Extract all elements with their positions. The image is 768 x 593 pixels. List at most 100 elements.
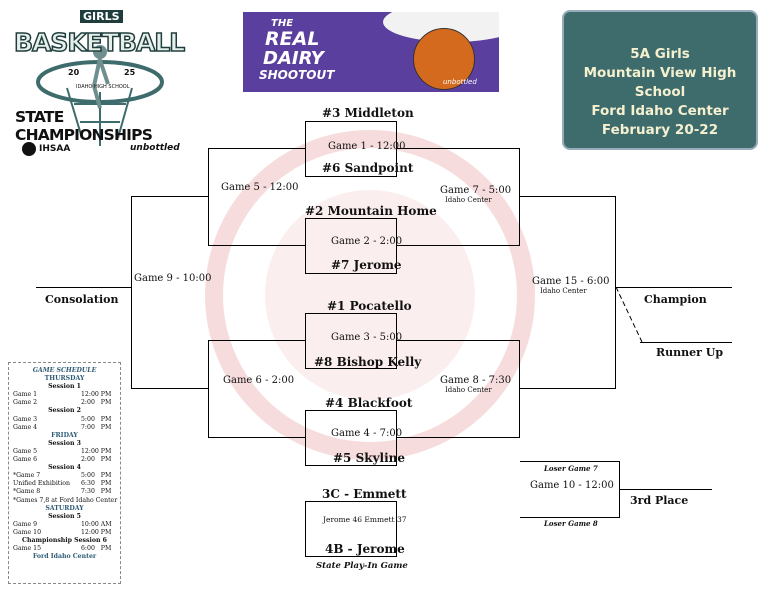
game-10-label: Game 10 - 12:00 — [530, 480, 614, 491]
sponsor-the: THE — [271, 18, 294, 29]
team-pocatello: #1 Pocatello — [327, 299, 412, 313]
schedule-game-time: 7:00 PM — [81, 423, 112, 431]
schedule-game-row: Game 6 2:00 PM — [9, 456, 120, 464]
info-class: 5A Girls — [630, 46, 690, 62]
schedule-title: GAME SCHEDULE — [32, 367, 97, 374]
game-6-label: Game 6 - 2:00 — [223, 375, 295, 386]
logo-ihsaa: IHSAA — [39, 144, 71, 154]
info-dates: February 20-22 — [601, 122, 719, 138]
schedule-game-label: Game 5 — [13, 447, 38, 455]
schedule-game-time: 5:00 PM — [81, 472, 112, 480]
schedule-game-label: Game 2 — [13, 399, 38, 407]
team-bishop-kelly: #8 Bishop Kelly — [314, 355, 422, 369]
schedule-game-label: Game 4 — [13, 423, 38, 431]
logo-basketball: BASKETBALL — [13, 27, 186, 58]
team-emmett: 3C - Emmett — [322, 487, 407, 501]
loser-game-8: Loser Game 8 — [544, 519, 598, 528]
schedule-session: Session 1 — [48, 383, 81, 391]
team-mountain-home: #2 Mountain Home — [305, 204, 437, 218]
game-3-label: Game 3 - 5:00 — [331, 332, 403, 343]
third-place-label: 3rd Place — [630, 494, 689, 507]
schedule-game-label: Game 10 — [13, 528, 42, 536]
schedule-game-row: *Game 8 7:30 PM — [9, 488, 120, 496]
schedule-game-label: Game 15 — [13, 545, 42, 553]
logo-year-left: 20 — [68, 68, 80, 77]
info-host: Mountain View High School — [583, 65, 737, 100]
schedule-game-time: 2:00 PM — [81, 399, 112, 407]
schedule-day: SATURDAY — [45, 504, 84, 512]
schedule-game-label: Game 6 — [13, 456, 38, 464]
watermark-seal-center — [265, 190, 475, 400]
play-in-result: Jerome 46 Emmett 37 — [323, 515, 407, 524]
event-info-box: 5A Girls Mountain View High School Ford … — [562, 10, 758, 150]
game-8-label: Game 8 - 7:30 — [440, 375, 512, 386]
team-sandpoint: #6 Sandpoint — [322, 161, 414, 175]
basketball-hoop-icon — [36, 45, 164, 146]
game-5-label: Game 5 - 12:00 — [221, 182, 299, 193]
team-blackfoot: #4 Blackfoot — [325, 396, 413, 410]
sponsor-shootout: SHOOTOUT — [259, 68, 335, 82]
schedule-game-time: 7:30 PM — [81, 488, 112, 496]
sponsor-brand: unbottled — [443, 78, 477, 86]
schedule-session: Session 3 — [48, 439, 81, 447]
game-1-label: Game 1 - 12:00 — [328, 141, 406, 152]
sponsor-dairy: DAIRY — [263, 48, 324, 69]
loser-game-7: Loser Game 7 — [544, 464, 598, 473]
schedule-session: Championship Session 6 — [22, 536, 107, 544]
team-middleton: #3 Middleton — [322, 106, 414, 120]
schedule-game-row: Game 15 6:00 PM — [9, 545, 120, 553]
team-jerome: #7 Jerome — [331, 258, 402, 272]
schedule-game-row: Game 2 2:00 PM — [9, 399, 120, 407]
schedule-session: Session 5 — [48, 512, 81, 520]
schedule-game-label: *Game 7 — [13, 472, 41, 480]
schedule-game-label: *Game 8 — [13, 488, 41, 496]
game-8-venue: Idaho Center — [445, 386, 492, 394]
logo-state-championships: STATE CHAMPIONSHIPS — [15, 108, 153, 144]
schedule-game-row: Game 9 10:00 AM — [9, 521, 120, 529]
schedule-game-time: 6:00 PM — [81, 545, 112, 553]
play-in-label: State Play-In Game — [316, 561, 408, 571]
game-7-venue: Idaho Center — [445, 196, 492, 204]
runner-up-connector — [616, 287, 643, 343]
game-9-label: Game 9 - 10:00 — [134, 273, 212, 284]
schedule-day: THURSDAY — [44, 375, 85, 383]
schedule-game-time: 5:00 PM — [81, 415, 112, 423]
logo-school-line: IDAHO HIGH SCHOOL — [76, 84, 130, 90]
schedule-session: Session 2 — [48, 407, 81, 415]
schedule-game-time: 6:30 PM — [81, 480, 112, 488]
game-15-venue: Idaho Center — [540, 287, 587, 295]
schedule-note: *Games 7,8 at Ford Idaho Center — [13, 496, 118, 504]
sponsor-banner: THE REAL DAIRY SHOOTOUT unbottled — [243, 12, 499, 92]
game-15-label: Game 15 - 6:00 — [532, 276, 610, 287]
sponsor-real: REAL — [265, 28, 320, 50]
schedule-game-row: *Game 7 5:00 PM — [9, 472, 120, 480]
schedule-session: Session 4 — [48, 464, 81, 472]
game-7-label: Game 7 - 5:00 — [440, 185, 512, 196]
schedule-game-label: Unified Exhibition — [13, 480, 70, 488]
basketball-icon — [413, 28, 475, 90]
ihsaa-icon — [22, 142, 36, 156]
schedule-game-time: 2:00 PM — [81, 456, 112, 464]
consolation-label: Consolation — [45, 293, 119, 306]
schedule-game-time: 10:00 AM — [81, 520, 112, 528]
logo-unbottled: unbottled — [130, 143, 180, 153]
schedule-game-row: Game 4 7:00 PM — [9, 424, 120, 432]
schedule-game-row: Unified Exhibition 6:30 PM — [9, 480, 120, 488]
game-4-label: Game 4 - 7:00 — [331, 428, 403, 439]
schedule-day: FRIDAY — [51, 431, 78, 439]
team-jerome-4b: 4B - Jerome — [325, 542, 405, 556]
logo-girls: GIRLS — [80, 10, 123, 23]
team-skyline: #5 Skyline — [333, 451, 406, 465]
info-venue: Ford Idaho Center — [591, 103, 729, 119]
runner-up-label: Runner Up — [656, 346, 724, 359]
champion-label: Champion — [644, 293, 707, 306]
tournament-logo: GIRLS BASKETBALL 20 25 IDAHO HIGH SCHOOL… — [12, 8, 192, 168]
schedule-game-time: 12:00 PM — [81, 391, 112, 399]
schedule-game-label: Game 9 — [13, 520, 38, 528]
